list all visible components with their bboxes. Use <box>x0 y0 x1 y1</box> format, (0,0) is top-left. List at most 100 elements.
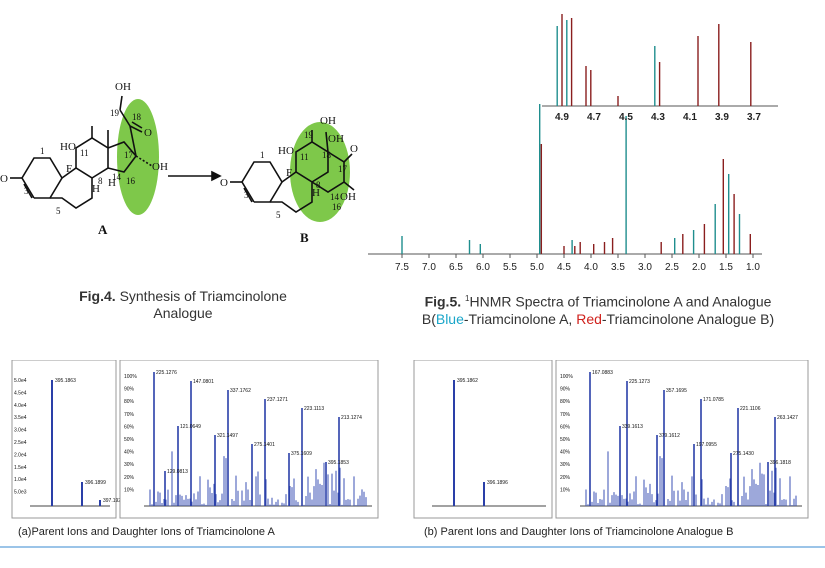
nmr-tick-label: 5.0 <box>530 262 544 273</box>
svg-text:8: 8 <box>98 176 103 186</box>
nmr-tick-label: 1.0 <box>746 262 760 273</box>
svg-text:8: 8 <box>316 180 321 190</box>
svg-text:17: 17 <box>338 164 348 174</box>
svg-text:1: 1 <box>260 150 265 160</box>
svg-text:18: 18 <box>322 150 332 160</box>
inset-tick-label: 3.9 <box>715 112 729 123</box>
ms-parent-ytick: 5.0e4 <box>14 378 27 384</box>
ms-daughter-peak-label: 147.0801 <box>193 379 214 385</box>
ms-parent-ytick: 3.5e4 <box>14 415 27 421</box>
bottom-border <box>0 546 825 568</box>
ms-daughter-peak-label: 197.0955 <box>696 442 717 448</box>
ms-parent-peak-label: 396.1896 <box>487 480 508 486</box>
ms-daughter-peak-label: 121.0649 <box>180 424 201 430</box>
ms-daughter-peak-label: 275.1401 <box>254 442 275 448</box>
ms-daughter-ytick: 50% <box>124 437 135 443</box>
ms-daughter-ytick: 100% <box>560 374 573 380</box>
svg-text:11: 11 <box>300 152 309 162</box>
ms-daughter-ytick: 50% <box>560 437 571 443</box>
ms-daughter-ytick: 30% <box>124 462 135 468</box>
nmr-tick-label: 7.0 <box>422 262 436 273</box>
fig4-label: Fig.4. <box>79 288 116 304</box>
nmr-tick-label: 1.5 <box>719 262 733 273</box>
ms-daughter-ytick: 20% <box>560 475 571 481</box>
fig5-caption: Fig.5. 1HNMR Spectra of Triamcinolone A … <box>421 293 775 327</box>
ms-daughter-peak-label: 225.1273 <box>629 379 650 385</box>
ms-daughter-ytick: 80% <box>124 399 135 405</box>
ms-parent-ytick: 2.5e4 <box>14 440 27 446</box>
h8-a: H <box>92 183 100 195</box>
ms-daughter-peak-label: 167.0883 <box>592 370 613 376</box>
svg-text:11: 11 <box>80 148 89 158</box>
ms-parent-peak-label: 395.1863 <box>55 378 76 384</box>
ms-parent-ytick: 3.0e4 <box>14 428 27 434</box>
ms-daughter-peak-label: 225.1276 <box>156 370 177 376</box>
ms-daughter-peak-label: 237.1271 <box>267 397 288 403</box>
svg-text:19: 19 <box>304 130 314 140</box>
ms-daughter-frame <box>119 360 379 519</box>
svg-text:16: 16 <box>332 202 342 212</box>
ms-daughter-ytick: 30% <box>560 462 571 468</box>
svg-text:14: 14 <box>330 192 340 202</box>
inset-tick-label: 4.3 <box>651 112 665 123</box>
ms-daughter-peak-label: 396.1818 <box>770 460 791 466</box>
ms-parent-peak-label: 396.1899 <box>85 480 106 486</box>
ms-daughter-ytick: 60% <box>560 424 571 430</box>
synthesis-scheme: O HO F OH O OH H H A 19 18 11 1 3 5 8 14… <box>0 81 358 245</box>
svg-text:14: 14 <box>112 172 122 182</box>
ms-daughter-ytick: 40% <box>560 450 571 456</box>
ms-parent-ytick: 4.5e4 <box>14 390 27 396</box>
ms-daughter-peak-label: 337.1762 <box>230 388 251 394</box>
ms-daughter-peak-label: 223.1113 <box>304 406 324 412</box>
oh-19-b: OH <box>320 115 336 127</box>
nmr-tick-label: 2.5 <box>665 262 679 273</box>
ho-a: HO <box>60 141 76 153</box>
f-b: F <box>286 167 292 179</box>
nmr-tick-label: 5.5 <box>503 262 517 273</box>
nmr-tick-label: 4.5 <box>557 262 571 273</box>
ms-parent-ytick: 2.0e4 <box>14 452 27 458</box>
ms-parent-ytick: 1.0e4 <box>14 477 27 483</box>
fig5-label: Fig.5. <box>424 293 462 310</box>
ms-daughter-peak-label: 321.1497 <box>217 433 238 439</box>
oh-top-a: OH <box>115 81 131 93</box>
ms-daughter-peak-label: 171.0785 <box>703 397 724 403</box>
fig5-red-word: Red <box>576 310 602 327</box>
ms-parent-peak-label: 395.1862 <box>457 378 478 384</box>
ms-daughter-ytick: 70% <box>124 412 135 418</box>
nmr-tick-label: 4.0 <box>584 262 598 273</box>
fig5-blue-word: Blue <box>435 310 464 327</box>
highlight-ellipse-a <box>117 99 159 215</box>
fig4-caption: Fig.4. Synthesis of Triamcinolone Analog… <box>58 288 308 322</box>
oh-16-b: OH <box>340 191 356 203</box>
ms-daughter-peak-label: 263.1427 <box>777 415 798 421</box>
ms-daughter-peak-label: 375.1609 <box>291 451 312 457</box>
f-a: F <box>66 163 72 175</box>
ms-daughter-ytick: 100% <box>124 374 137 380</box>
ms-panel-b: 395.1862396.1896100%90%80%70%60%50%40%30… <box>413 360 809 519</box>
nmr-tick-label: 6.0 <box>476 262 490 273</box>
ho-b: HO <box>278 145 294 157</box>
svg-text:19: 19 <box>110 108 120 118</box>
o17-b: O <box>350 143 358 155</box>
svg-text:5: 5 <box>56 206 61 216</box>
nmr-tick-label: 6.5 <box>449 262 463 273</box>
ms-daughter-ytick: 20% <box>124 475 135 481</box>
svg-text:17: 17 <box>124 150 134 160</box>
ms-daughter-ytick: 90% <box>560 387 571 393</box>
inset-tick-label: 4.9 <box>555 112 569 123</box>
inset-tick-label: 4.5 <box>619 112 633 123</box>
oh-18-b: OH <box>328 133 344 145</box>
carbonyl-o-a: O <box>0 173 8 185</box>
ms-daughter-ytick: 10% <box>560 487 571 493</box>
ms-daughter-peak-label: 395.1853 <box>328 460 349 466</box>
nmr-tick-label: 3.0 <box>638 262 652 273</box>
molecule-label-a: A <box>98 222 108 237</box>
ms-daughter-peak-label: 129.0813 <box>167 469 188 475</box>
ms-parent-peak-label: 397.1926 <box>103 498 124 504</box>
svg-text:3: 3 <box>244 190 249 200</box>
carbonyl-o-b: O <box>220 177 228 189</box>
oh-17-a: OH <box>152 161 168 173</box>
